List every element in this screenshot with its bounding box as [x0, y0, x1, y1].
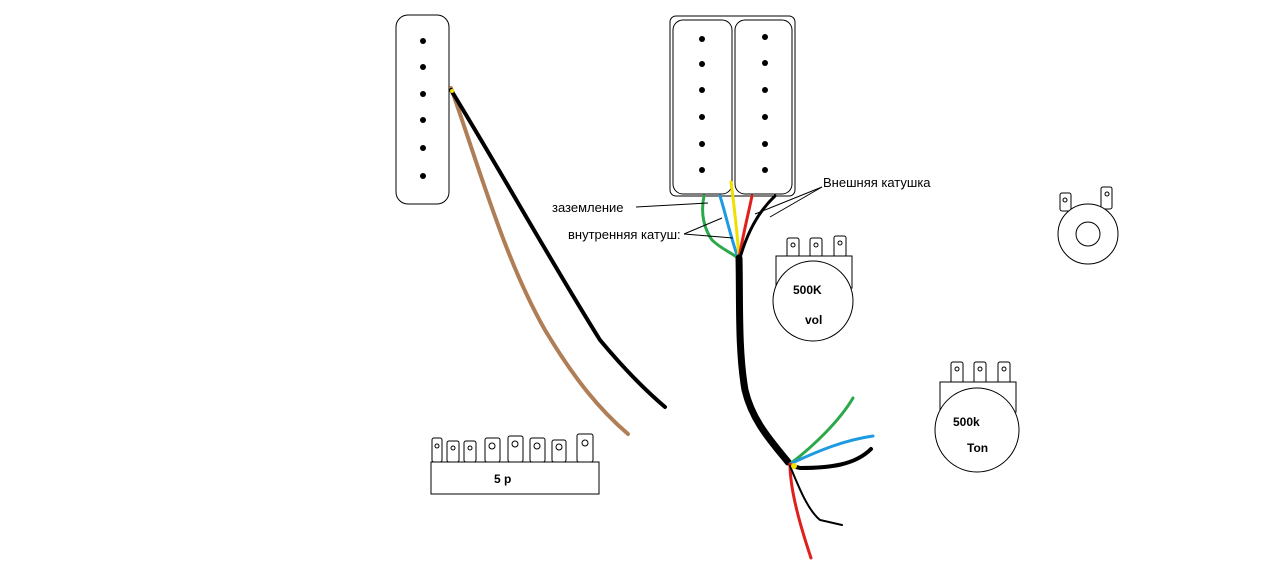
volume-pot-name: vol — [805, 313, 822, 327]
single-coil-pickup — [395, 14, 450, 205]
black-end — [790, 447, 873, 471]
tone-pot-value: 500k — [953, 415, 980, 429]
green-end — [788, 396, 855, 466]
ground-label: заземление — [552, 200, 624, 215]
black-end-2 — [789, 465, 843, 526]
outer-leader-1 — [754, 186, 823, 215]
brown-wire — [449, 86, 630, 436]
label-leaders — [635, 186, 823, 239]
pole-pieces-right-coil — [762, 34, 768, 173]
pole-pieces-left-coil — [699, 36, 705, 173]
five-way-switch: 5 p — [430, 433, 600, 495]
volume-pot: 500K vol — [772, 235, 854, 342]
switch-lugs — [431, 433, 594, 463]
tone-pot: 500k Ton — [934, 361, 1020, 473]
blue-lead — [718, 194, 740, 260]
humbucker-wires — [701, 180, 792, 466]
output-jack — [1057, 186, 1119, 265]
inner-leader-2 — [683, 233, 734, 239]
switch-label: 5 p — [494, 472, 511, 486]
inner-coil-label: внутренняя катуш: — [568, 227, 681, 242]
inner-leader-1 — [683, 217, 723, 235]
humbucker-pickup — [669, 15, 796, 197]
volume-pot-value: 500K — [793, 283, 822, 297]
outer-leader-2 — [769, 186, 823, 218]
green-lead — [701, 194, 740, 260]
blue-end — [788, 434, 875, 466]
single-coil-wires — [449, 86, 667, 436]
black-lead — [738, 194, 777, 260]
outer-coil-label: Внешняя катушка — [823, 175, 931, 190]
ground-leader — [635, 202, 709, 208]
pole-pieces — [420, 38, 426, 179]
main-cable — [735, 254, 792, 466]
black-wire — [449, 88, 667, 409]
tone-pot-name: Ton — [967, 441, 988, 455]
red-lead — [737, 194, 754, 260]
yellow-lead — [729, 180, 741, 260]
red-end — [788, 462, 813, 560]
cable-end-wires — [788, 396, 875, 560]
